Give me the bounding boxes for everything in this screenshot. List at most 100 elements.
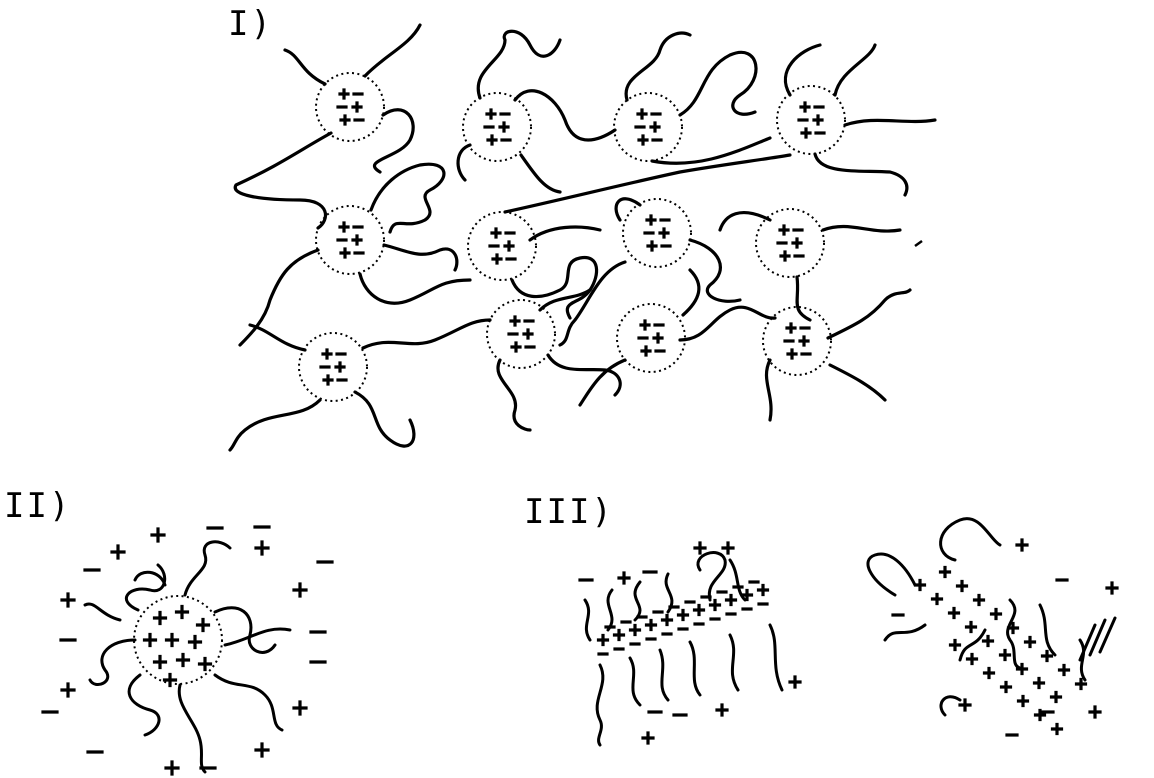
- plus-stroke: [322, 374, 334, 386]
- plus-stroke: [351, 101, 363, 113]
- polymer-chain: [843, 118, 937, 127]
- positive-charge: [351, 234, 363, 246]
- plus-stroke: [142, 632, 158, 648]
- positive-charge: [1023, 635, 1037, 649]
- polymer-chain: [728, 558, 747, 602]
- positive-charge: [1049, 690, 1063, 704]
- plus-stroke: [947, 606, 961, 620]
- plus-stroke: [778, 224, 790, 236]
- polymer-chain: [728, 633, 740, 692]
- plus-stroke: [948, 638, 962, 652]
- positive-charge: [1016, 694, 1030, 708]
- positive-charge: [1040, 649, 1054, 663]
- polymer-chain: [650, 136, 772, 165]
- polymer-chain: [696, 551, 727, 602]
- plus-stroke: [791, 237, 803, 249]
- positive-charge: [785, 322, 797, 334]
- positive-charge: [998, 648, 1012, 662]
- plus-stroke: [596, 633, 610, 647]
- positive-charge: [334, 361, 346, 373]
- polymer-chain: [678, 50, 758, 117]
- plus-stroke: [485, 108, 497, 120]
- plus-stroke: [152, 610, 168, 626]
- plus-stroke: [339, 114, 351, 126]
- polymer-chain: [456, 143, 472, 182]
- positive-charge: [715, 703, 729, 717]
- plus-stroke: [999, 680, 1013, 694]
- positive-charge: [1105, 581, 1119, 595]
- plus-stroke: [785, 322, 797, 334]
- plus-stroke: [799, 101, 811, 113]
- positive-charge: [778, 224, 790, 236]
- plus-stroke: [812, 114, 824, 126]
- positive-charge: [636, 108, 648, 120]
- positive-charge: [486, 134, 498, 146]
- polymer-chain: [358, 272, 472, 305]
- stray-tick: [914, 239, 923, 248]
- micelle-core-boundary: [616, 303, 686, 373]
- polymer-chain: [133, 570, 167, 587]
- positive-charge: [958, 698, 972, 712]
- polymer-chain: [783, 43, 822, 97]
- positive-charge: [989, 607, 1003, 621]
- plus-stroke: [503, 240, 515, 252]
- positive-charge: [1006, 621, 1020, 635]
- positive-charge: [724, 593, 738, 607]
- plus-stroke: [351, 234, 363, 246]
- plus-stroke: [644, 618, 658, 632]
- positive-charge: [596, 633, 610, 647]
- positive-charge: [617, 571, 631, 585]
- positive-charge: [152, 610, 168, 626]
- polymer-chain: [958, 628, 987, 662]
- plus-stroke: [649, 121, 661, 133]
- plus-stroke: [195, 617, 211, 633]
- plus-stroke: [639, 319, 651, 331]
- plus-stroke: [715, 703, 729, 717]
- polymer-chain: [866, 552, 917, 597]
- positive-charge: [640, 345, 652, 357]
- positive-charge: [351, 101, 363, 113]
- positive-charge: [522, 328, 534, 340]
- plus-stroke: [510, 341, 522, 353]
- plus-stroke: [110, 544, 126, 560]
- polymer-chain: [658, 648, 670, 702]
- plus-stroke: [708, 598, 722, 612]
- positive-charge: [1057, 663, 1071, 677]
- polymer-chain: [353, 390, 416, 448]
- positive-charge: [981, 634, 995, 648]
- positive-charge: [740, 588, 754, 602]
- positive-charge: [503, 240, 515, 252]
- positive-charge: [930, 592, 944, 606]
- plus-stroke: [740, 588, 754, 602]
- positive-charge: [292, 582, 308, 598]
- polymer-chain: [583, 598, 592, 642]
- polymer-chain: [678, 305, 777, 342]
- polymer-chain: [369, 162, 446, 234]
- positive-charge: [999, 680, 1013, 694]
- polymer-chain: [88, 638, 137, 686]
- polymer-chain: [183, 540, 232, 597]
- positive-charge: [658, 227, 670, 239]
- positive-charge: [322, 374, 334, 386]
- panel-label-i: I): [228, 4, 273, 44]
- positive-charge: [948, 638, 962, 652]
- plus-stroke: [292, 582, 308, 598]
- polymer-chain: [83, 602, 122, 622]
- polymer-chain: [363, 23, 422, 78]
- positive-charge: [510, 341, 522, 353]
- polymer-chain: [826, 288, 912, 340]
- positive-charge: [645, 214, 657, 226]
- positive-charge: [1088, 705, 1102, 719]
- positive-charge: [1050, 722, 1064, 736]
- panel-label-ii: II): [4, 486, 72, 526]
- polymer-chain: [681, 268, 701, 317]
- polymer-chain: [496, 358, 532, 432]
- positive-charge: [175, 652, 191, 668]
- plus-stroke: [60, 682, 76, 698]
- plus-stroke: [1088, 705, 1102, 719]
- plus-stroke: [913, 578, 927, 592]
- positive-charge: [339, 114, 351, 126]
- positive-charge: [142, 632, 158, 648]
- polymer-chain: [233, 131, 333, 230]
- polymer-chain: [578, 358, 627, 407]
